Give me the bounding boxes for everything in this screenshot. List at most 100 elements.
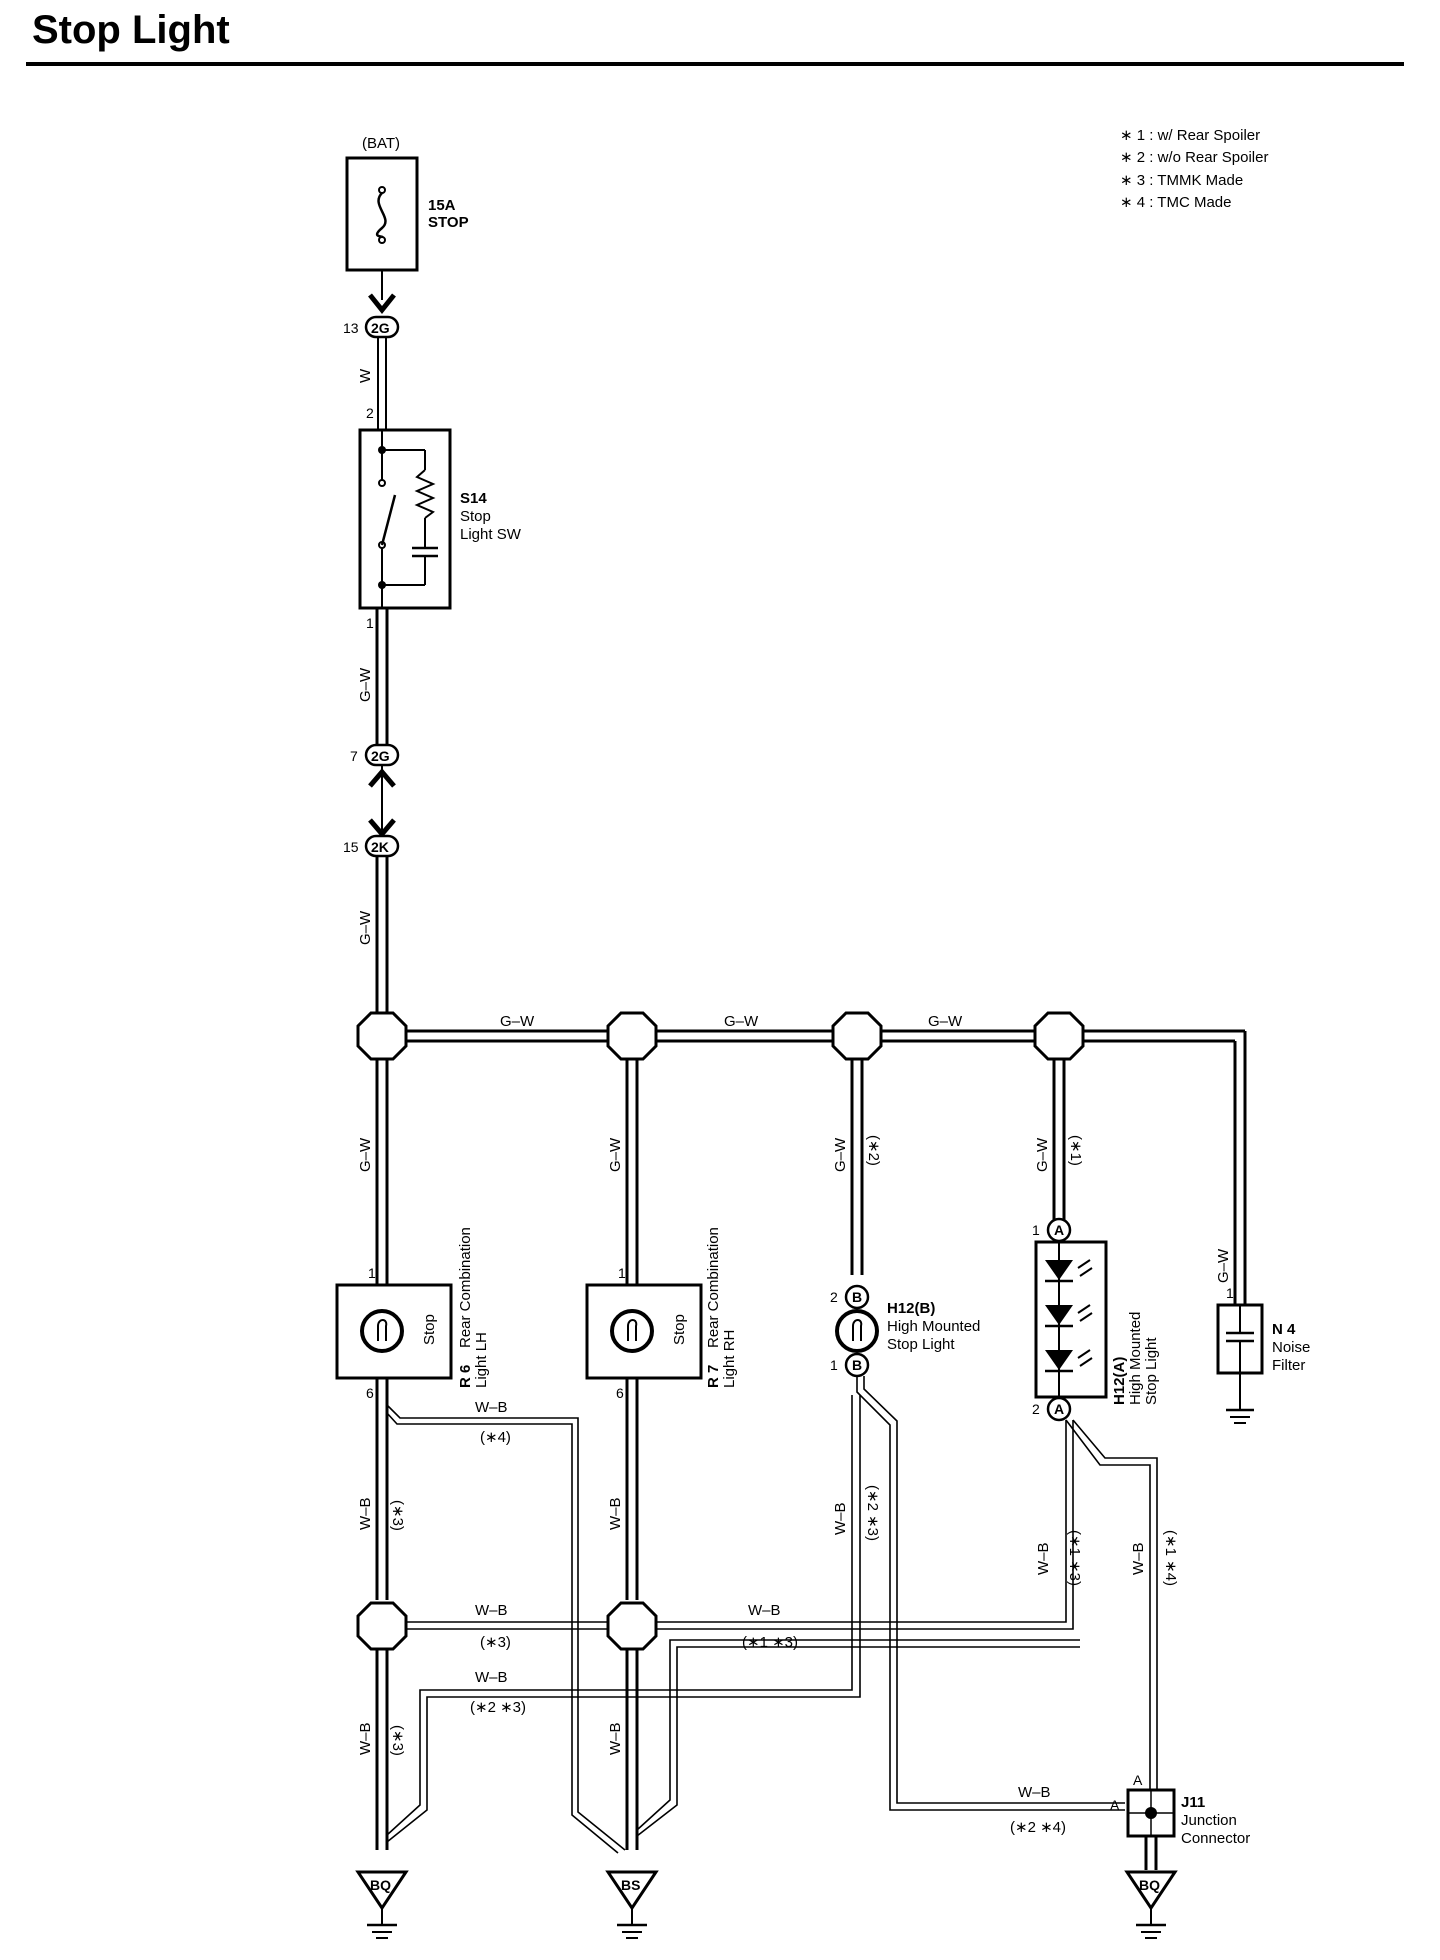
- switch-name-1: Stop: [460, 508, 491, 525]
- wire-color: W–B: [1035, 1542, 1052, 1575]
- wire-wb-ground-lh: W–B (∗3) W–B (∗3): [357, 1378, 406, 1850]
- h12b-code: H12(B): [887, 1300, 935, 1317]
- splice-points-bottom: [356, 1601, 658, 1651]
- filter-pin: 1: [1226, 1285, 1234, 1301]
- fuse-rating: 15A: [428, 197, 456, 214]
- ground-bq-left: BQ: [355, 1870, 409, 1939]
- r7-pin-in: 1: [618, 1265, 626, 1281]
- ground-bs: BS: [605, 1870, 659, 1939]
- note-4: ∗ 4 : TMC Made: [1120, 194, 1232, 211]
- wire-condition: (∗4): [480, 1429, 511, 1446]
- connector-pin: 7: [350, 748, 358, 764]
- wire-condition: (∗2): [865, 1135, 882, 1166]
- ground-bq-right: BQ: [1124, 1870, 1178, 1939]
- ground-label: BQ: [370, 1877, 391, 1893]
- h12a-code: H12(A): [1111, 1357, 1128, 1405]
- high-mounted-stop-light-a: 1 A 2 A H12(A) High Mounted Stop Light: [1032, 1217, 1160, 1422]
- fuse-source: (BAT): [362, 135, 400, 152]
- connector-id: 2G: [371, 320, 390, 336]
- note-2: ∗ 2 : w/o Rear Spoiler: [1120, 149, 1268, 166]
- wire-color: G–W: [928, 1013, 963, 1030]
- high-mounted-stop-light-b: 2 B 1 B H12(B) High Mounted Stop Light: [830, 1284, 980, 1378]
- n4-name-2: Filter: [1272, 1357, 1305, 1374]
- r6-pin-in: 1: [368, 1265, 376, 1281]
- note-3: ∗ 3 : TMMK Made: [1120, 172, 1243, 189]
- wire-gw-drops: G–W G–W G–W (∗2) G–W (∗1) G–W 1: [357, 1036, 1234, 1301]
- wire-condition: (∗1): [1067, 1135, 1084, 1166]
- wire-condition: (∗1 ∗3): [1066, 1530, 1083, 1586]
- h12a-pin-in: 1: [1032, 1222, 1040, 1238]
- r6-code: R 6: [457, 1365, 474, 1388]
- h12b-pin-in: 2: [830, 1289, 838, 1305]
- wire-condition: (∗3): [480, 1634, 511, 1651]
- wire-wb-optional-labels: W–B (∗4) W–B (∗3) W–B (∗1 ∗3) W–B (∗2 ∗3…: [470, 1399, 1179, 1836]
- wire-condition: (∗2 ∗3): [470, 1699, 526, 1716]
- h12a-conn: A: [1054, 1401, 1064, 1417]
- wire-color: G–W: [357, 1137, 374, 1172]
- r7-lamp: Stop: [671, 1314, 688, 1345]
- h12a-conn: A: [1054, 1222, 1064, 1238]
- connector-id: 2K: [371, 839, 389, 855]
- r6-name-1: Rear Combination: [457, 1227, 474, 1348]
- r6-lamp: Stop: [421, 1314, 438, 1345]
- wire-color: G–W: [500, 1013, 535, 1030]
- h12b-conn: B: [852, 1357, 862, 1373]
- j11-conn: A: [1133, 1772, 1143, 1788]
- h12a-name-2: Stop Light: [1143, 1337, 1160, 1405]
- noise-filter: N 4 Noise Filter: [1216, 1303, 1310, 1424]
- wire-gw-2: G–W: [357, 856, 389, 1018]
- connector-2g-mid: 7 2G: [350, 743, 400, 767]
- h12b-name-1: High Mounted: [887, 1318, 980, 1335]
- wire-condition: (∗1 ∗4): [1162, 1530, 1179, 1586]
- j11-conn: A: [1110, 1797, 1120, 1813]
- wire-color: G–W: [1034, 1137, 1051, 1172]
- j11-name-2: Connector: [1181, 1830, 1250, 1847]
- switch-pin-in: 2: [366, 405, 374, 421]
- note-1: ∗ 1 : w/ Rear Spoiler: [1120, 127, 1260, 144]
- wire-condition: (∗2 ∗3): [864, 1485, 881, 1541]
- connector-pin: 13: [343, 320, 359, 336]
- connector-arrow-icon: [368, 293, 396, 315]
- n4-code: N 4: [1272, 1321, 1296, 1338]
- connector-pin: 15: [343, 839, 359, 855]
- wire-color: G–W: [1215, 1248, 1232, 1283]
- fuse-name: STOP: [428, 214, 469, 231]
- ground-label: BQ: [1139, 1877, 1160, 1893]
- wire-color: W–B: [748, 1602, 781, 1619]
- h12b-conn: B: [852, 1289, 862, 1305]
- wire-color: W–B: [607, 1497, 624, 1530]
- junction-connector-j11: A A J11 Junction Connector: [1110, 1772, 1250, 1870]
- wire-color: W–B: [832, 1502, 849, 1535]
- wire-color: W–B: [475, 1669, 508, 1686]
- connector-id: 2G: [371, 748, 390, 764]
- wire-color: W–B: [357, 1497, 374, 1530]
- wire-color: G–W: [357, 910, 374, 945]
- connector-arrows-icon: [368, 765, 396, 838]
- wire-condition: (∗3): [389, 1500, 406, 1531]
- ground-label: BS: [621, 1877, 640, 1893]
- r7-code: R 7: [705, 1365, 722, 1388]
- r7-name-2: Light RH: [721, 1330, 738, 1388]
- connector-2g-top: 13 2G: [343, 315, 400, 339]
- h12a-name-1: High Mounted: [1127, 1312, 1144, 1405]
- wire-color: G–W: [724, 1013, 759, 1030]
- wire-w: W 2: [357, 337, 387, 430]
- connector-2k: 15 2K: [343, 834, 400, 858]
- n4-name-1: Noise: [1272, 1339, 1310, 1356]
- r6-pin-out: 6: [366, 1385, 374, 1401]
- wire-color: G–W: [832, 1137, 849, 1172]
- h12a-pin-out: 2: [1032, 1401, 1040, 1417]
- condition-notes: ∗ 1 : w/ Rear Spoiler ∗ 2 : w/o Rear Spo…: [1120, 127, 1268, 211]
- wire-color: G–W: [607, 1137, 624, 1172]
- wire-color: G–W: [357, 667, 374, 702]
- wire-gw-bus: G–W G–W G–W: [382, 1013, 1247, 1305]
- rear-combination-light-rh: 1 Stop R 7 Rear Combination Light RH 6: [585, 1227, 738, 1401]
- r7-name-1: Rear Combination: [705, 1227, 722, 1348]
- wire-condition: (∗2 ∗4): [1010, 1819, 1066, 1836]
- r6-name-2: Light LH: [473, 1332, 490, 1388]
- wire-condition: (∗1 ∗3): [742, 1634, 798, 1651]
- r7-pin-out: 6: [616, 1385, 624, 1401]
- splice-points-top: [356, 1011, 1085, 1061]
- wire-color: W–B: [607, 1722, 624, 1755]
